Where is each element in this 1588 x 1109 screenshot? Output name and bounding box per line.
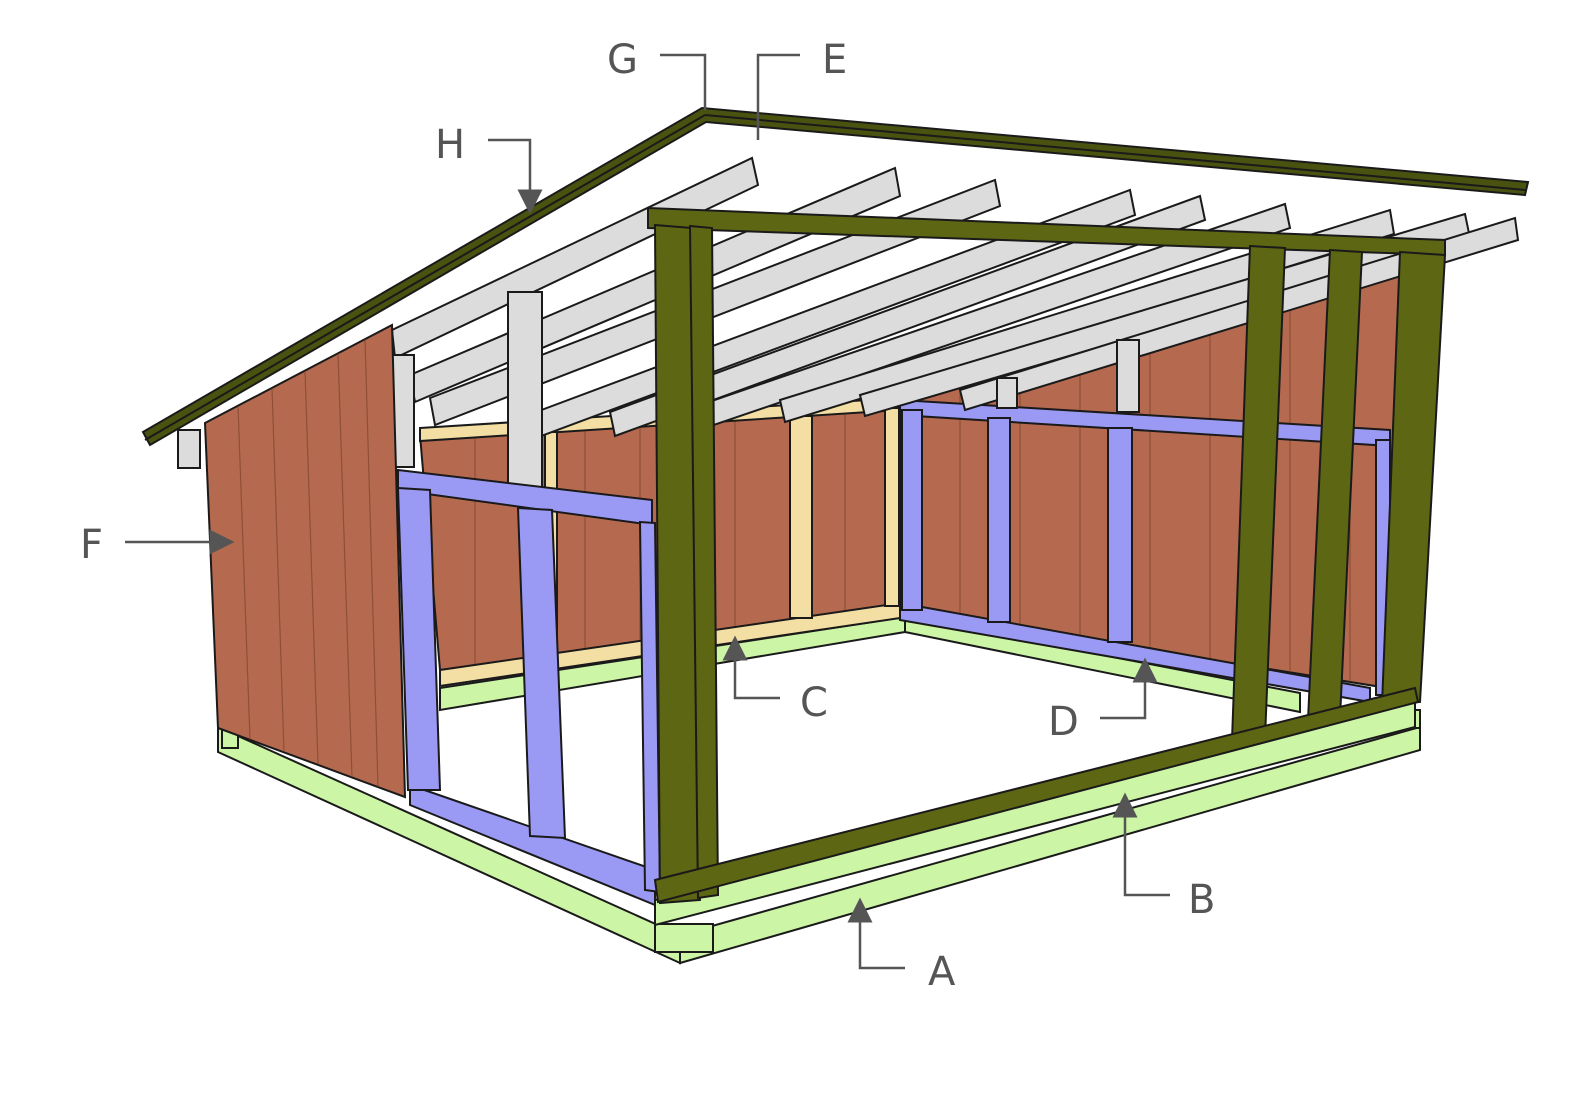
label-leaders — [125, 53, 1170, 970]
roof-panels — [141, 106, 1530, 447]
label-g: G — [607, 37, 638, 83]
left-side-frame — [396, 468, 662, 907]
label-c: C — [800, 680, 828, 726]
left-side-siding — [203, 323, 407, 799]
label-d: D — [1048, 699, 1079, 745]
label-b: B — [1188, 877, 1215, 923]
label-h: H — [435, 122, 465, 168]
label-a: A — [928, 949, 956, 995]
front-wall-frame — [647, 206, 1447, 905]
label-f: F — [80, 522, 103, 568]
label-e: E — [822, 37, 847, 83]
